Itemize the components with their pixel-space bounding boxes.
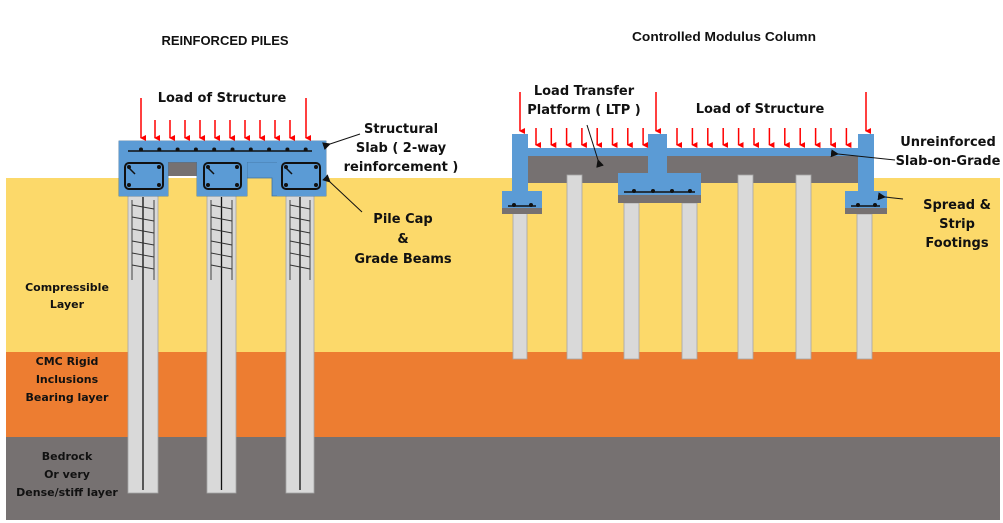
- cmc-column: [737, 174, 754, 360]
- slab-on-grade: [527, 148, 863, 156]
- grade-beam: [168, 162, 198, 176]
- cmc-column: [681, 202, 698, 360]
- cmc-column: [512, 204, 528, 360]
- footing-pointer: [877, 192, 904, 201]
- right-load-label: Load of Structure: [696, 102, 825, 117]
- reinforced-pile: [206, 195, 237, 494]
- spread-footing-left: [502, 134, 542, 214]
- cmc-column: [623, 202, 640, 360]
- cap-stirrup: [281, 162, 321, 190]
- rebar-dot: [285, 147, 290, 152]
- bedrock-layer: [6, 437, 1000, 520]
- bearing-layer: [6, 352, 1000, 437]
- spread-footing-right: [845, 134, 887, 214]
- rebar-dot: [303, 147, 308, 152]
- rebar-dot: [175, 147, 180, 152]
- pile-cap-fill: [119, 141, 326, 196]
- cmc-column: [856, 213, 873, 360]
- rebar-dot: [193, 147, 198, 152]
- reinforced-pile: [285, 195, 315, 494]
- pointer-arrows: [322, 124, 904, 213]
- rebar-dot: [230, 147, 235, 152]
- rebar-dot: [212, 147, 217, 152]
- cmc-diagram: [502, 92, 887, 360]
- reinforced-piles-diagram: [118, 98, 327, 494]
- cap-stirrup: [124, 162, 164, 190]
- left-title: REINFORCED PILES: [161, 33, 288, 48]
- left-load-label: Load of Structure: [158, 91, 287, 106]
- cmc-column: [566, 174, 583, 360]
- pile-cap-label: Pile Cap&Grade Beams: [354, 212, 452, 267]
- rebar-dot: [267, 147, 272, 152]
- cap-stirrup: [203, 162, 242, 190]
- rebar-dot: [157, 147, 162, 152]
- rebar-dot: [248, 147, 253, 152]
- right-title: Controlled Modulus Column: [632, 29, 816, 44]
- rebar-dot: [139, 147, 143, 152]
- slab-on-grade-pointer: [830, 149, 896, 161]
- cmc-column: [795, 174, 812, 360]
- strip-footing-middle: [618, 134, 701, 203]
- pile-cap-pointer: [322, 174, 363, 213]
- slab-pointer: [322, 133, 361, 151]
- reinforced-pile: [127, 195, 159, 494]
- ltp-pointer: [586, 124, 604, 168]
